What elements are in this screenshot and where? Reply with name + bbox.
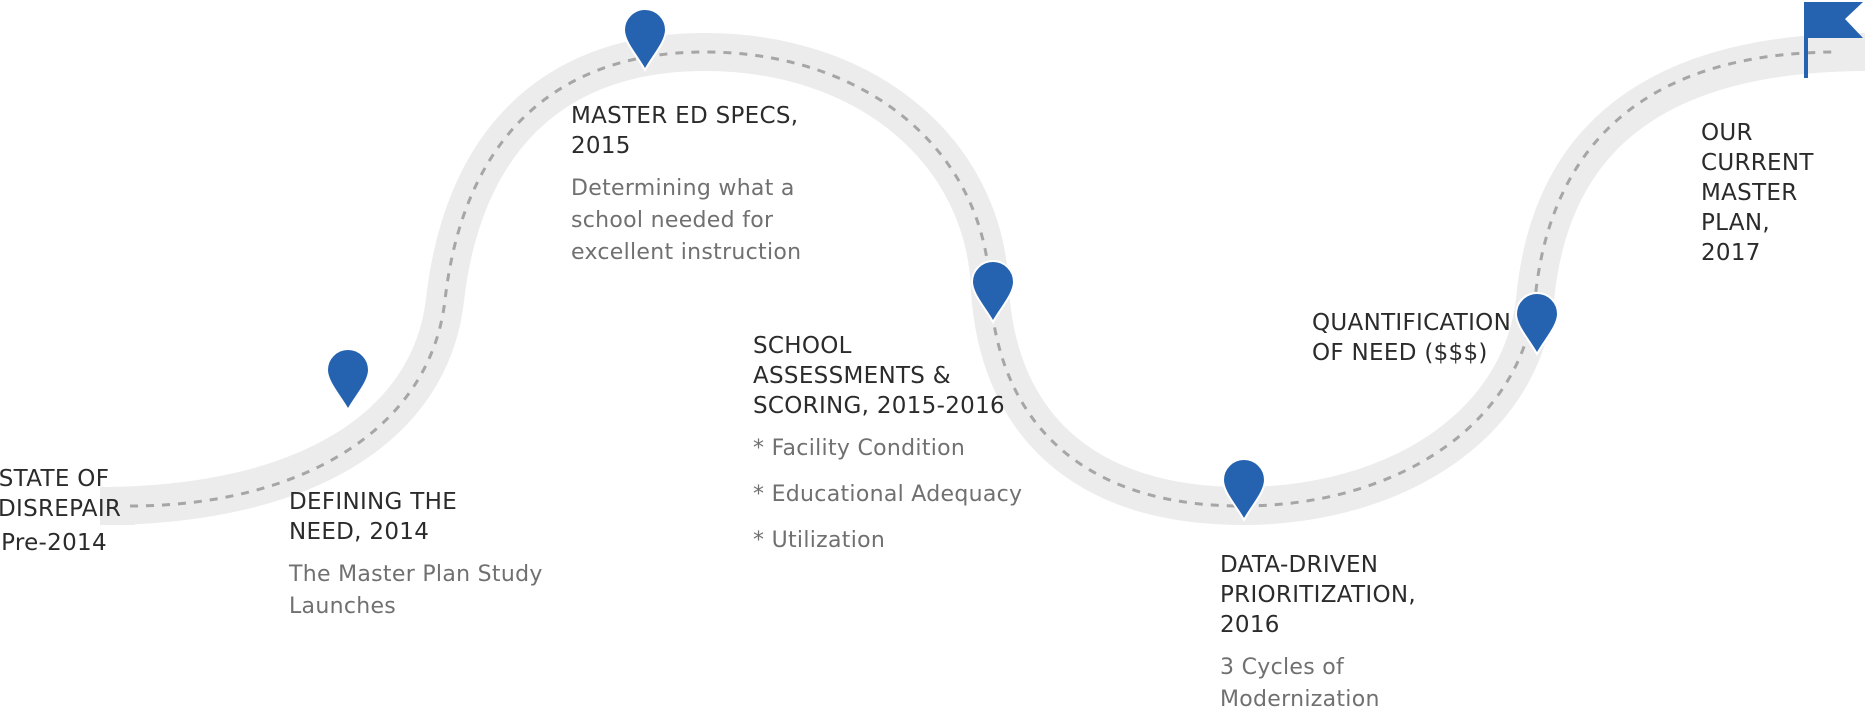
milestone-school-assessments: SCHOOL ASSESSMENTS & SCORING, 2015-2016 … [753,331,1022,571]
assessment-item: * Educational Adequacy [753,482,1023,507]
milestone-title: MASTER ED SPECS, 2015 [571,103,799,159]
start-line-1: STATE OF [0,466,110,492]
milestone-title: OUR CURRENT MASTER PLAN, 2017 [1701,120,1814,266]
milestone-title: SCHOOL ASSESSMENTS & SCORING, 2015-2016 [753,333,1005,419]
map-pin-icon [1221,458,1267,523]
milestone-defining-the-need: DEFINING THE NEED, 2014 The Master Plan … [289,487,543,623]
map-pin-icon [970,260,1016,325]
milestone-master-ed-specs: MASTER ED SPECS, 2015 Determining what a… [571,101,801,269]
map-pin-icon [1514,292,1560,357]
milestone-title: DEFINING THE NEED, 2014 [289,489,458,545]
flag-icon [1804,2,1863,78]
start-label: STATE OF DISREPAIR Pre-2014 [0,464,122,558]
milestone-data-driven-prioritization: DATA-DRIVEN PRIORITIZATION, 2016 3 Cycle… [1220,550,1416,716]
milestone-title: QUANTIFICATION OF NEED ($$$) [1312,310,1512,366]
assessment-item: * Facility Condition [753,436,966,461]
assessment-list: * Facility Condition * Educational Adequ… [753,433,1022,557]
milestone-current-master-plan: OUR CURRENT MASTER PLAN, 2017 [1701,118,1865,268]
assessment-item: * Utilization [753,528,886,553]
milestone-quantification-of-need: QUANTIFICATION OF NEED ($$$) [1312,308,1511,368]
milestone-description: Determining what a school needed for exc… [571,176,802,265]
milestone-description: 3 Cycles of Modernization [1220,655,1380,712]
milestone-title: DATA-DRIVEN PRIORITIZATION, 2016 [1220,552,1416,638]
map-pin-icon [325,348,371,413]
milestone-description: The Master Plan Study Launches [289,562,543,619]
start-line-2: DISREPAIR [0,496,122,522]
start-line-3: Pre-2014 [1,530,107,556]
road-tail [100,487,135,525]
map-pin-icon [622,8,668,73]
